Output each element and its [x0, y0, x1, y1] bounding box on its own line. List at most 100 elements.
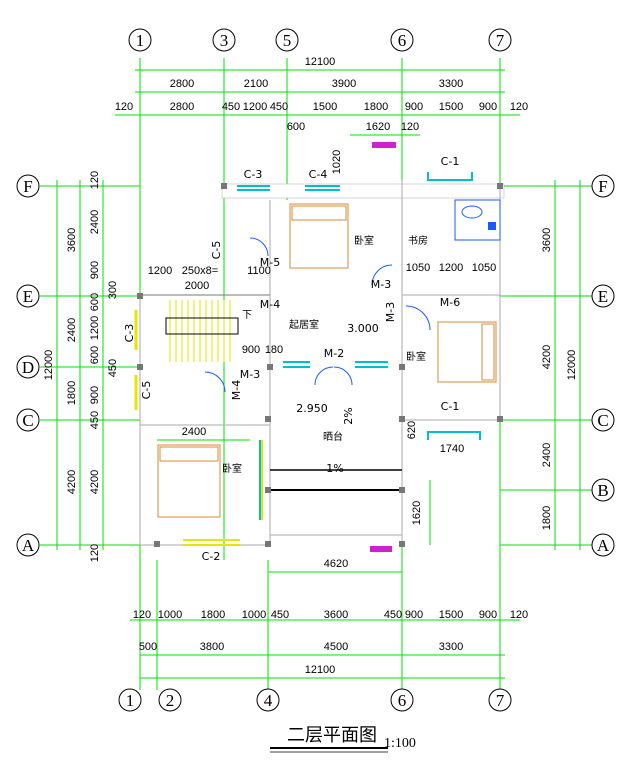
- window-label-6: C-1: [441, 400, 460, 413]
- dim-bot-total: 12100: [305, 664, 336, 676]
- axis-right-C: C: [597, 411, 608, 430]
- slope-0: 2%: [342, 407, 355, 424]
- door-labels: M-5 M-4 M-3 M-6 M-2 M-3 M-4 M-3: [230, 256, 460, 400]
- dim-left-o1: 2400: [66, 318, 78, 342]
- dim-top-extra-0: 600: [287, 121, 305, 133]
- dim-top-r2-7: 900: [405, 101, 423, 113]
- dim-left-i7: 450: [107, 359, 119, 377]
- dim-right-o0: 3600: [541, 228, 553, 252]
- door-label-4: M-2: [324, 347, 344, 360]
- dim-right-i2: 1740: [440, 443, 464, 455]
- axis-left-F: F: [23, 177, 32, 196]
- dim-top-extra-1: 1620: [366, 121, 390, 133]
- dim-bot-r1-2: 1800: [201, 609, 225, 621]
- room-stair-down: 下: [242, 310, 252, 321]
- level-0: 3.000: [347, 322, 379, 335]
- dim-top-extra-2: 120: [401, 121, 419, 133]
- dim-top-r1-0: 2800: [170, 78, 194, 90]
- dim-right-o2: 2400: [541, 443, 553, 467]
- dim-bot-r1-3: 1000: [242, 609, 266, 621]
- window-label-1: C-4: [309, 168, 328, 181]
- axis-left-D: D: [22, 358, 34, 377]
- room-labels: 卧室 书房 起居室 卧室 晒台 卧室 下: [222, 234, 428, 475]
- grid-lines: [40, 58, 600, 690]
- dim-bot-r2-0: 500: [139, 641, 157, 653]
- door-label-1: M-4: [260, 298, 280, 311]
- dim-bot-r1-8: 1500: [439, 609, 463, 621]
- window-label-3: C-5: [210, 241, 223, 260]
- dim-left-o2: 1800: [66, 381, 78, 405]
- room-bedroom-2: 卧室: [406, 350, 426, 363]
- axis-bottom-2: 2: [166, 691, 175, 710]
- axis-bottom-6: 6: [398, 691, 407, 710]
- dim-int-1: 250x8=: [182, 265, 218, 277]
- slope-1: 1%: [326, 462, 343, 475]
- room-terrace: 晒台: [323, 430, 343, 443]
- dim-bot-r1-1: 1000: [158, 609, 182, 621]
- dim-bot-r1-0: 120: [133, 609, 151, 621]
- axis-bubbles-top: 1 3 5 6 7: [128, 28, 512, 52]
- dim-right-total: 12000: [566, 350, 578, 381]
- study-furniture: [454, 199, 501, 241]
- dim-left-i2: 900: [89, 261, 101, 279]
- dim-top-r2-3: 1200: [243, 101, 267, 113]
- axis-right-B: B: [597, 481, 608, 500]
- level-1: 2.950: [296, 402, 328, 415]
- axis-top-3: 3: [220, 31, 229, 50]
- window-label-4: C-3: [123, 324, 136, 343]
- dim-bot-r1-7: 900: [405, 609, 423, 621]
- door-label-3: M-6: [440, 296, 460, 309]
- room-bedroom-1: 卧室: [354, 234, 374, 247]
- door-label-6: M-4: [230, 380, 243, 400]
- dim-left-i9: 450: [89, 411, 101, 429]
- dim-int-5: 180: [265, 344, 283, 356]
- dim-left-i1: 2400: [89, 210, 101, 234]
- dim-top-r2-1: 2800: [170, 101, 194, 113]
- dim-left-i5: 1200: [89, 316, 101, 340]
- beds: [157, 203, 497, 518]
- dim-int-8: 1050: [472, 262, 496, 274]
- room-living: 起居室: [289, 318, 319, 331]
- dim-left-i11: 120: [89, 544, 101, 562]
- markers: [370, 142, 396, 552]
- walls: [139, 180, 505, 546]
- door-label-5: M-3: [384, 302, 397, 322]
- axis-left-A: A: [22, 536, 35, 555]
- dim-top-r1-3: 3300: [439, 78, 463, 90]
- dimensions-top: 12100 2800 2100 3900 3300 120 2800 450 1…: [115, 56, 528, 174]
- door-label-7: M-3: [240, 368, 260, 381]
- scale-text: 1:100: [384, 736, 416, 751]
- dim-int-0: 1200: [148, 265, 172, 277]
- dim-right-i1: 620: [406, 421, 418, 439]
- axis-bubbles-bottom: 1 2 4 6 7: [118, 688, 512, 712]
- stairs: [134, 300, 239, 410]
- axis-bottom-1: 1: [126, 691, 135, 710]
- dim-top-r2-8: 1500: [439, 101, 463, 113]
- dim-bot-extra-0: 4620: [324, 558, 348, 570]
- window-labels: C-3 C-4 C-1 C-5 C-3 C-5 C-1 C-2: [123, 155, 459, 563]
- dim-left-i10: 4200: [89, 470, 101, 494]
- dim-int-3: 1100: [247, 265, 271, 277]
- dim-left-i6: 600: [89, 346, 101, 364]
- dim-left-o0: 3600: [66, 228, 78, 252]
- dim-top-r2-4: 450: [270, 101, 288, 113]
- dim-top-total: 12100: [305, 56, 336, 68]
- door-label-2: M-3: [371, 278, 391, 291]
- dimensions-left: 12000 3600 2400 1800 4200 120 2400 900 3…: [43, 171, 119, 562]
- dim-top-r2-10: 120: [510, 101, 528, 113]
- dim-top-r1-2: 3900: [332, 78, 356, 90]
- title-text: 二层平面图: [287, 725, 377, 746]
- dim-left-i0: 120: [89, 171, 101, 189]
- dim-top-extra-3: 1020: [331, 150, 343, 174]
- drawing-title: 二层平面图 1:100: [270, 725, 416, 753]
- axis-left-C: C: [22, 411, 33, 430]
- level-markers: 3.000 2.950 2% 1%: [296, 322, 379, 475]
- dim-bot-r2-3: 3300: [439, 641, 463, 653]
- dim-int-4: 900: [242, 344, 260, 356]
- dim-left-i8: 900: [89, 386, 101, 404]
- axis-right-E: E: [598, 287, 608, 306]
- dimensions-right: 12000 3600 4200 2400 1800 1620 620 1740: [406, 228, 578, 530]
- axis-right-A: A: [597, 536, 610, 555]
- window-label-0: C-3: [244, 168, 263, 181]
